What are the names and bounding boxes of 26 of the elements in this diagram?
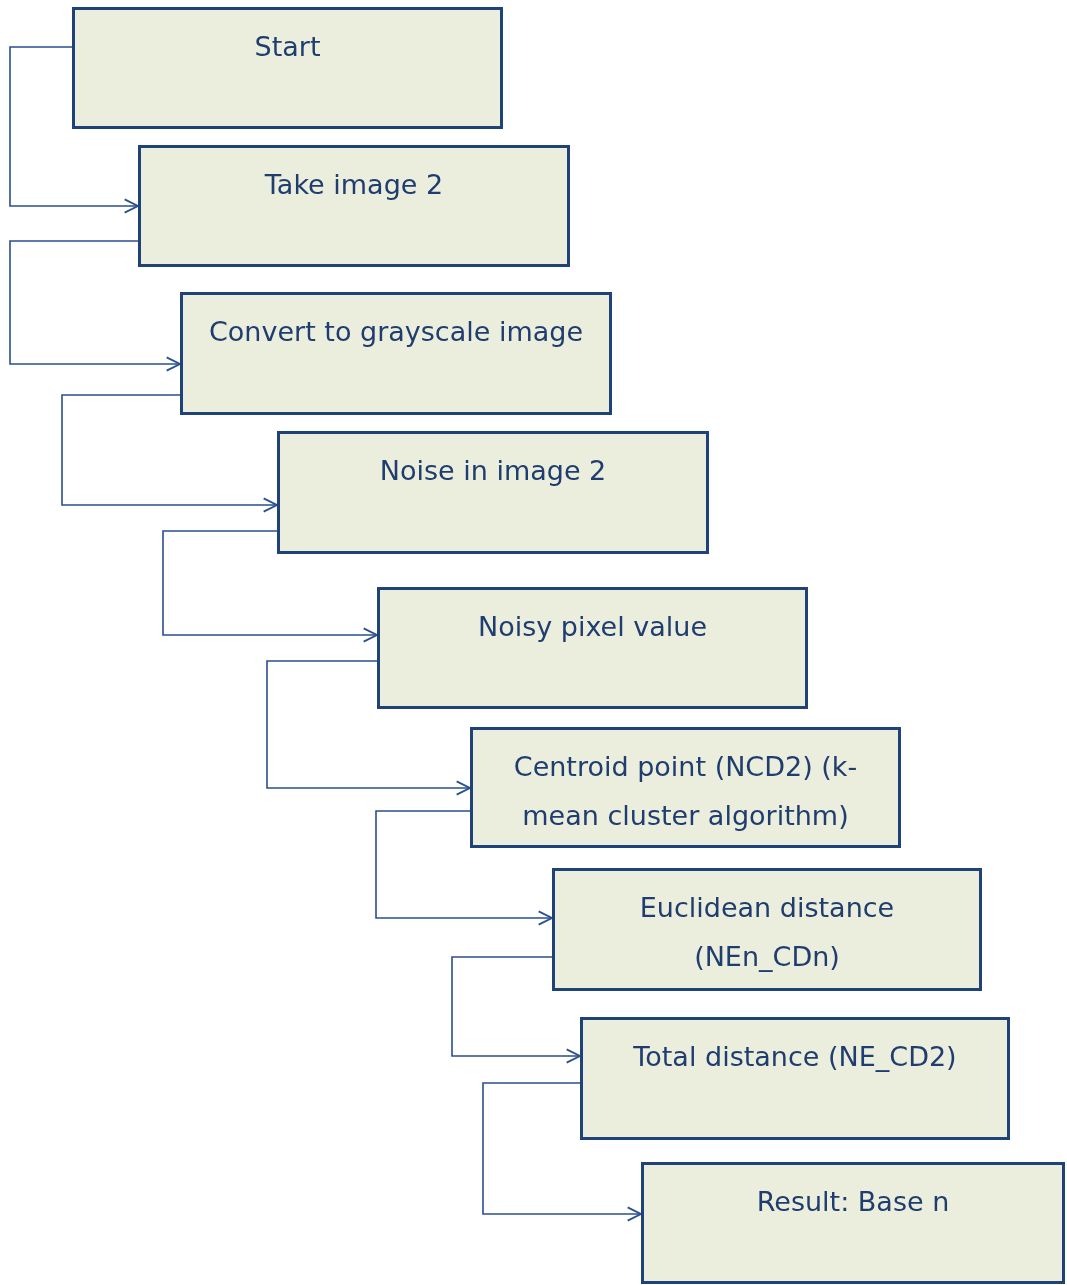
box-label: Noisy pixel value xyxy=(476,610,709,644)
connector-arrow xyxy=(451,956,581,1064)
process-box xyxy=(377,587,808,709)
connector-arrow xyxy=(375,810,553,926)
box-label: Total distance (NE_CD2) xyxy=(632,1040,958,1074)
connector-arrow xyxy=(482,1082,642,1222)
connector-arrow xyxy=(9,46,139,214)
process-box xyxy=(470,727,901,848)
box-label: Centroid point (NCD2) (k-mean cluster algorithm) xyxy=(512,750,859,833)
process-box xyxy=(180,292,612,415)
box-label: Convert to grayscale image xyxy=(207,315,584,349)
box-label: Euclidean distance (NEn_CDn) xyxy=(638,891,896,974)
process-box xyxy=(138,145,570,267)
box-label: Result: Base n xyxy=(755,1185,951,1219)
process-box xyxy=(641,1162,1065,1284)
connector-arrow xyxy=(162,530,378,643)
process-box xyxy=(72,7,503,129)
box-label: Take image 2 xyxy=(263,168,445,202)
box-label: Start xyxy=(253,30,322,64)
box-label: Noise in image 2 xyxy=(378,454,608,488)
process-box xyxy=(277,431,709,554)
process-box xyxy=(552,868,982,991)
process-box xyxy=(580,1017,1010,1140)
connector-arrow xyxy=(9,240,181,372)
connector-arrow xyxy=(61,394,278,513)
connector-arrow xyxy=(266,660,471,796)
